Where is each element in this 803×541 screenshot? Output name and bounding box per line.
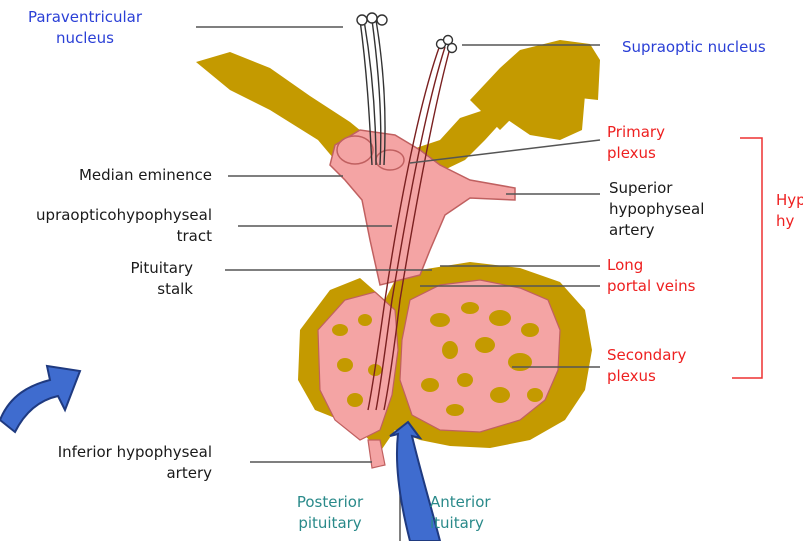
left-curved-arrow — [0, 366, 80, 432]
portal-system-label: Hyp hy — [776, 190, 803, 232]
secondary-plexus-label: Secondary plexus — [607, 345, 737, 387]
superior-hypophyseal-artery-label: Superior hypophyseal artery — [609, 178, 739, 241]
supraopticohypophyseal-tract-label: upraopticohypophyseal tract — [0, 205, 212, 247]
paraventricular-nucleus-label: Paraventricular nucleus — [0, 7, 170, 49]
anterior-pituitary-label: Anterior ituitary — [430, 492, 540, 534]
posterior-pituitary-label: Posterior pituitary — [270, 492, 390, 534]
supraoptic-cell-bodies — [437, 36, 457, 53]
supraoptic-nucleus-label: Supraoptic nucleus — [622, 37, 803, 58]
median-eminence-label: Median eminence — [0, 165, 212, 186]
primary-plexus-label: Primary plexus — [607, 122, 727, 164]
long-portal-veins-label: Long portal veins — [607, 255, 737, 297]
paraventricular-cell-bodies — [357, 13, 387, 25]
pituitary-stalk-label: Pituitary stalk — [0, 258, 193, 300]
inferior-hypophyseal-artery-label: Inferior hypophyseal artery — [0, 442, 212, 484]
